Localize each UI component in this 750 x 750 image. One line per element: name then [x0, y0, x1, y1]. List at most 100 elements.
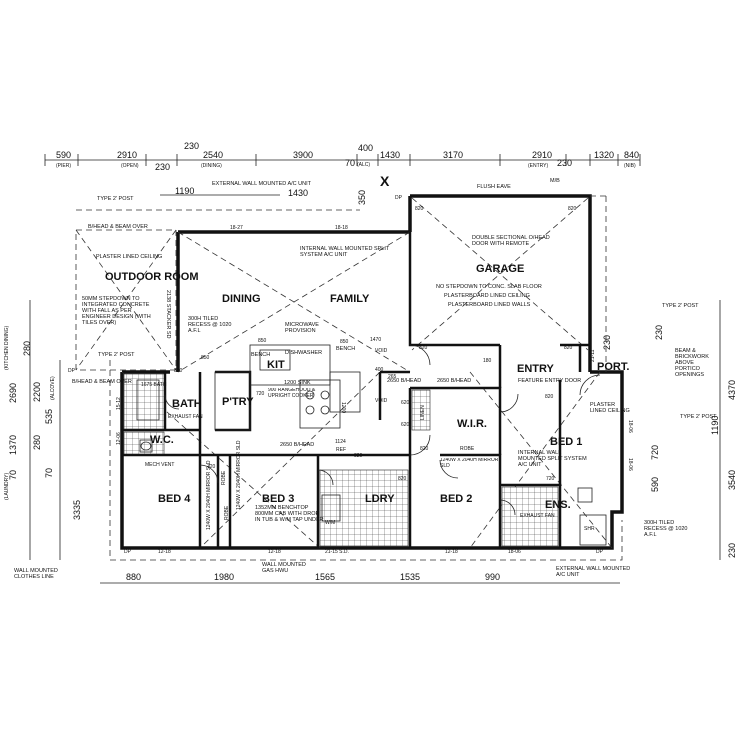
door-w-22: 1200 — [340, 402, 346, 413]
dim-top-4: 3900 — [293, 150, 313, 160]
room-garage: GARAGE — [476, 263, 524, 275]
right-dimensions: 230 1190 4370 3540 230 720 590 230 — [602, 300, 737, 560]
note-void-1: VOID — [375, 348, 388, 354]
room-bed1: BED 1 — [550, 436, 582, 448]
dim-top-c: 400 — [358, 143, 373, 153]
note-dp-3: DP — [124, 549, 132, 555]
note-benchtop-box: 1352MM BENCHTOP 800MM CAB WITH DROP IN T… — [255, 505, 324, 523]
dim-bottom-1: 880 — [126, 572, 141, 582]
note-bhead-c: 2650 B/HEAD — [280, 442, 314, 448]
door-w-10: 720 — [207, 464, 216, 470]
window-code-4: 12-06 — [116, 432, 122, 445]
dim-bottom-5: 990 — [485, 572, 500, 582]
dim-bottom-2: 1980 — [214, 572, 234, 582]
door-w-12: 850 — [258, 338, 267, 344]
bottom-dimensions: 880 1980 1565 1535 990 — [100, 572, 620, 584]
note-ref: REF — [336, 447, 346, 453]
note-int-ac-bed1: INTERNAL WALL MOUNTED SPLIT SYSTEM A/C U… — [518, 450, 587, 468]
door-w-8: 820 — [545, 394, 554, 400]
door-w-7: 820 — [398, 476, 407, 482]
dim-top-e: 230 — [557, 158, 572, 168]
note-tiled-recess-kit: 300H TILED RECESS @ 1020 A.F.L — [188, 316, 232, 334]
fixtures — [136, 379, 607, 546]
note-bhead-a: 2650 B/HEAD — [387, 378, 421, 384]
note-mirror-bed2: 1240W X 2040H MIRROR SLD — [440, 458, 499, 469]
dim-top-2: 2910 — [117, 150, 137, 160]
note-outdoor-stepdown: 50MM STEPDOWN TO INTEGRATED CONCRETE WIT… — [82, 296, 151, 326]
window-code-5: 12-18 — [158, 549, 171, 555]
note-benchtop: 1352MM BENCHTOP 800MM CAB WITH DROP IN T… — [255, 505, 324, 523]
note-gas-hwu: WALL MOUNTED GAS HWU — [262, 562, 306, 574]
note-beam-brickwork: BEAM & BRICKWORK ABOVE PORTICO OPENINGS — [675, 348, 709, 378]
window-code-1: 18-27 — [230, 225, 243, 231]
dim-right-4: 3540 — [727, 470, 737, 490]
room-outdoor: OUTDOOR ROOM — [105, 271, 199, 283]
room-ens: ENS. — [545, 499, 571, 511]
note-garage-door: DOUBLE SECTIONAL O/HEAD DOOR WITH REMOTE — [472, 235, 550, 247]
note-mirror-bed4: 1240W X 2040H MIRROR SLD — [206, 460, 212, 530]
dim-left-1: 280 — [22, 341, 32, 356]
room-bed4: BED 4 — [158, 493, 191, 505]
room-kit: KIT — [267, 359, 285, 371]
room-port: PORT. — [597, 361, 629, 373]
note-mech-vent: MECH VENT — [145, 462, 174, 468]
ensuite-toilet — [577, 487, 593, 503]
dim-left-laundry: (LAUNDRY) — [4, 473, 10, 500]
window-code-12: 21-11 — [590, 349, 596, 362]
door-w-23: 1470 — [370, 337, 381, 343]
dim-top-7-sub: (ENTRY) — [528, 163, 549, 169]
dim-right-5: 230 — [727, 543, 737, 558]
dim-right-3: 4370 — [727, 380, 737, 400]
note-int-ac-bed1-box: INTERNAL WALL MOUNTED SPLIT SYSTEM A/C U… — [518, 450, 587, 468]
dim-top-h: 350 — [357, 190, 367, 205]
kitchen-benches — [214, 344, 361, 431]
note-bench-2: BENCH — [336, 346, 355, 352]
door-w-11: 720 — [546, 476, 555, 482]
note-linen: LINEN — [420, 405, 426, 420]
note-type2-post-l: TYPE 2' POST — [98, 352, 135, 358]
dim-top-9-sub: (NIB) — [624, 163, 636, 169]
window-code-2: 18-18 — [335, 225, 348, 231]
annotations: FLUSH EAVE M/B TYPE 2' POST EXTERNAL WAL… — [14, 178, 717, 580]
dim-left-kitchen: (KITCHEN DINING) — [4, 326, 10, 371]
door-widths: 820 820 820 820 820 820 820 820 720 720 … — [174, 206, 577, 482]
note-robe-bed2: ROBE — [460, 446, 475, 452]
dim-right-b: 590 — [650, 477, 660, 492]
dim-top-1-sub: (PIER) — [56, 163, 71, 169]
room-bath: BATH — [172, 398, 202, 410]
note-bhead-b: 2650 B/HEAD — [437, 378, 471, 384]
note-tiled-recess-ens-box: 300H TILED RECESS @ 1020 A.F.L — [644, 520, 688, 538]
note-exhaust-bath: EXHAUST FAN — [168, 414, 203, 420]
dim-top-8: 1320 — [594, 150, 614, 160]
room-wc: W.C. — [150, 434, 174, 446]
note-dp-2: DP — [68, 368, 76, 374]
door-w-18: 265 — [388, 374, 397, 380]
room-entry: ENTRY — [517, 363, 555, 375]
note-garage-step: NO STEPDOWN TO CONC. SLAB FLOOR — [436, 284, 542, 290]
interior-walls — [122, 232, 590, 548]
note-dp-4: DP — [596, 549, 604, 555]
note-mirror-bed3: 1240W X 2040H MIRROR SLD — [236, 440, 242, 510]
room-wir: W.I.R. — [457, 418, 487, 430]
room-bed2: BED 2 — [440, 493, 472, 505]
door-w-6: 820 — [354, 453, 363, 459]
note-garage-walls: PLASTERBOARD LINED WALLS — [448, 302, 531, 308]
dim-left-8: 70 — [44, 468, 54, 478]
dim-right-a: 720 — [650, 445, 660, 460]
dim-top-6: 3170 — [443, 150, 463, 160]
door-w-17: 180 — [483, 358, 492, 364]
door-w-4: 820 — [564, 345, 573, 351]
exterior-walls — [75, 194, 624, 561]
window-code-6: 12-18 — [268, 549, 281, 555]
note-int-ac-family-box: INTERNAL WALL MOUNTED SPLIT SYSTEM A/C U… — [300, 246, 389, 258]
note-wm: W/M — [325, 520, 335, 526]
note-ext-ac-bottom-box: EXTERNAL WALL MOUNTED A/C UNIT — [556, 566, 630, 578]
note-stacker: 2138 STACKER SD — [165, 290, 171, 339]
dim-top-f: 1190 — [175, 186, 194, 196]
note-microwave: MICROWAVE PROVISION — [285, 322, 319, 334]
door-w-16: 1124 — [335, 439, 346, 445]
dim-top-5: 1430 — [380, 150, 400, 160]
note-port-ceiling-box: PLASTER LINED CEILING — [590, 402, 630, 414]
section-marker: X — [380, 173, 390, 189]
